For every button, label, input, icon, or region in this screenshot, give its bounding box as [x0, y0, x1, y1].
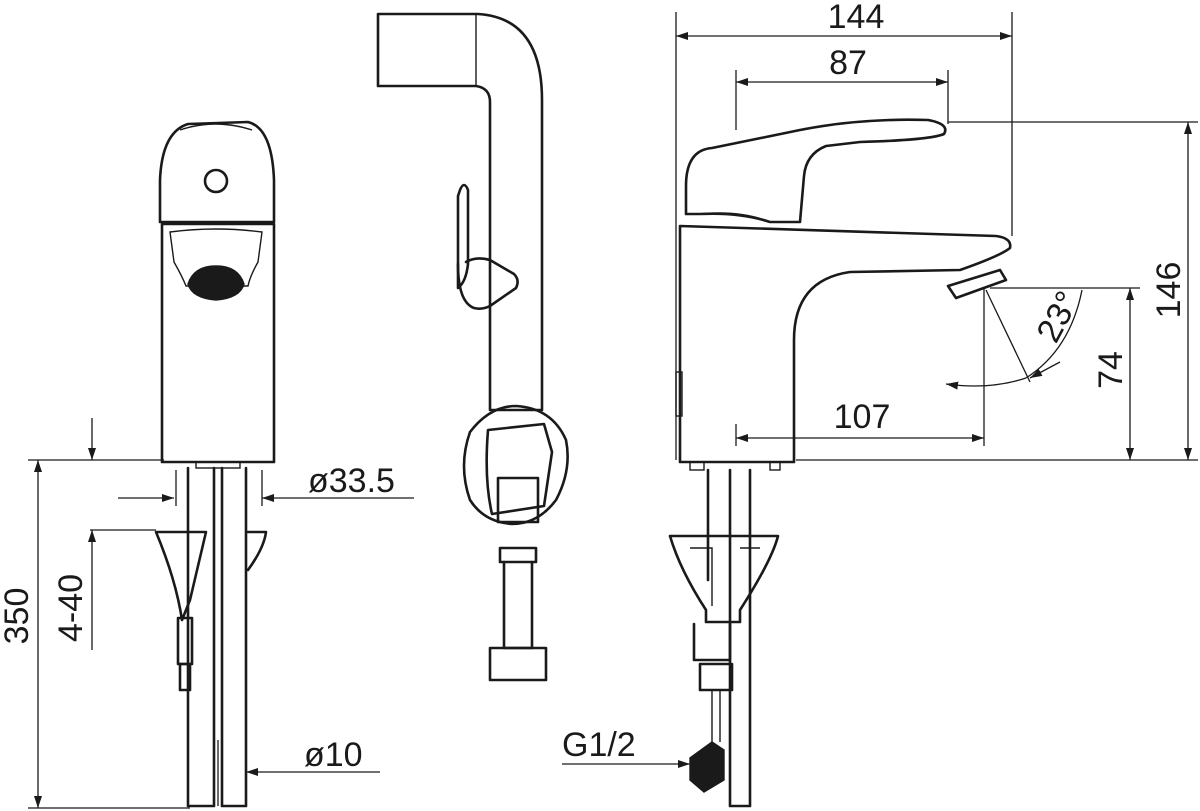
profile-body [678, 224, 1012, 464]
side-hose-nut [488, 646, 548, 682]
front-view [154, 120, 276, 808]
dim-label-thread: G1/2 [562, 726, 636, 764]
dim-label-mount-length: 350 [0, 588, 36, 645]
side-hose-connector [498, 546, 538, 564]
dim-label-height-total: 146 [1150, 262, 1188, 319]
front-body [160, 222, 276, 464]
dim-label-spout-height: 74 [1092, 351, 1130, 389]
front-aerator [187, 265, 245, 301]
dim-label-angle: 23° [1029, 285, 1087, 348]
dim-label-spout-reach: 107 [834, 398, 891, 436]
side-view [376, 12, 569, 682]
dim-label-hose-diameter: ø10 [304, 736, 363, 774]
dim-label-reach-top: 87 [829, 44, 867, 82]
side-spout-head [376, 12, 544, 412]
front-hose [186, 466, 216, 808]
front-handle-hole [203, 168, 229, 194]
dim-label-body-diameter: ø33.5 [308, 462, 395, 500]
profile-angle-valve [689, 741, 725, 793]
front-handle-cap [158, 120, 276, 224]
profile-handle [684, 118, 947, 224]
dimension-lines [28, 12, 1198, 809]
front-clamp [154, 530, 208, 622]
side-base-ring [462, 404, 569, 526]
dim-label-overall-width: 144 [828, 0, 885, 36]
dim-label-deck-thickness: 4-40 [52, 574, 90, 642]
dimension-labels: 144 87 146 74 107 23° ø33.5 ø10 350 4-40… [0, 0, 1188, 774]
profile-aerator [946, 268, 1008, 300]
profile-clamp [668, 534, 780, 624]
profile-view [668, 118, 1012, 808]
